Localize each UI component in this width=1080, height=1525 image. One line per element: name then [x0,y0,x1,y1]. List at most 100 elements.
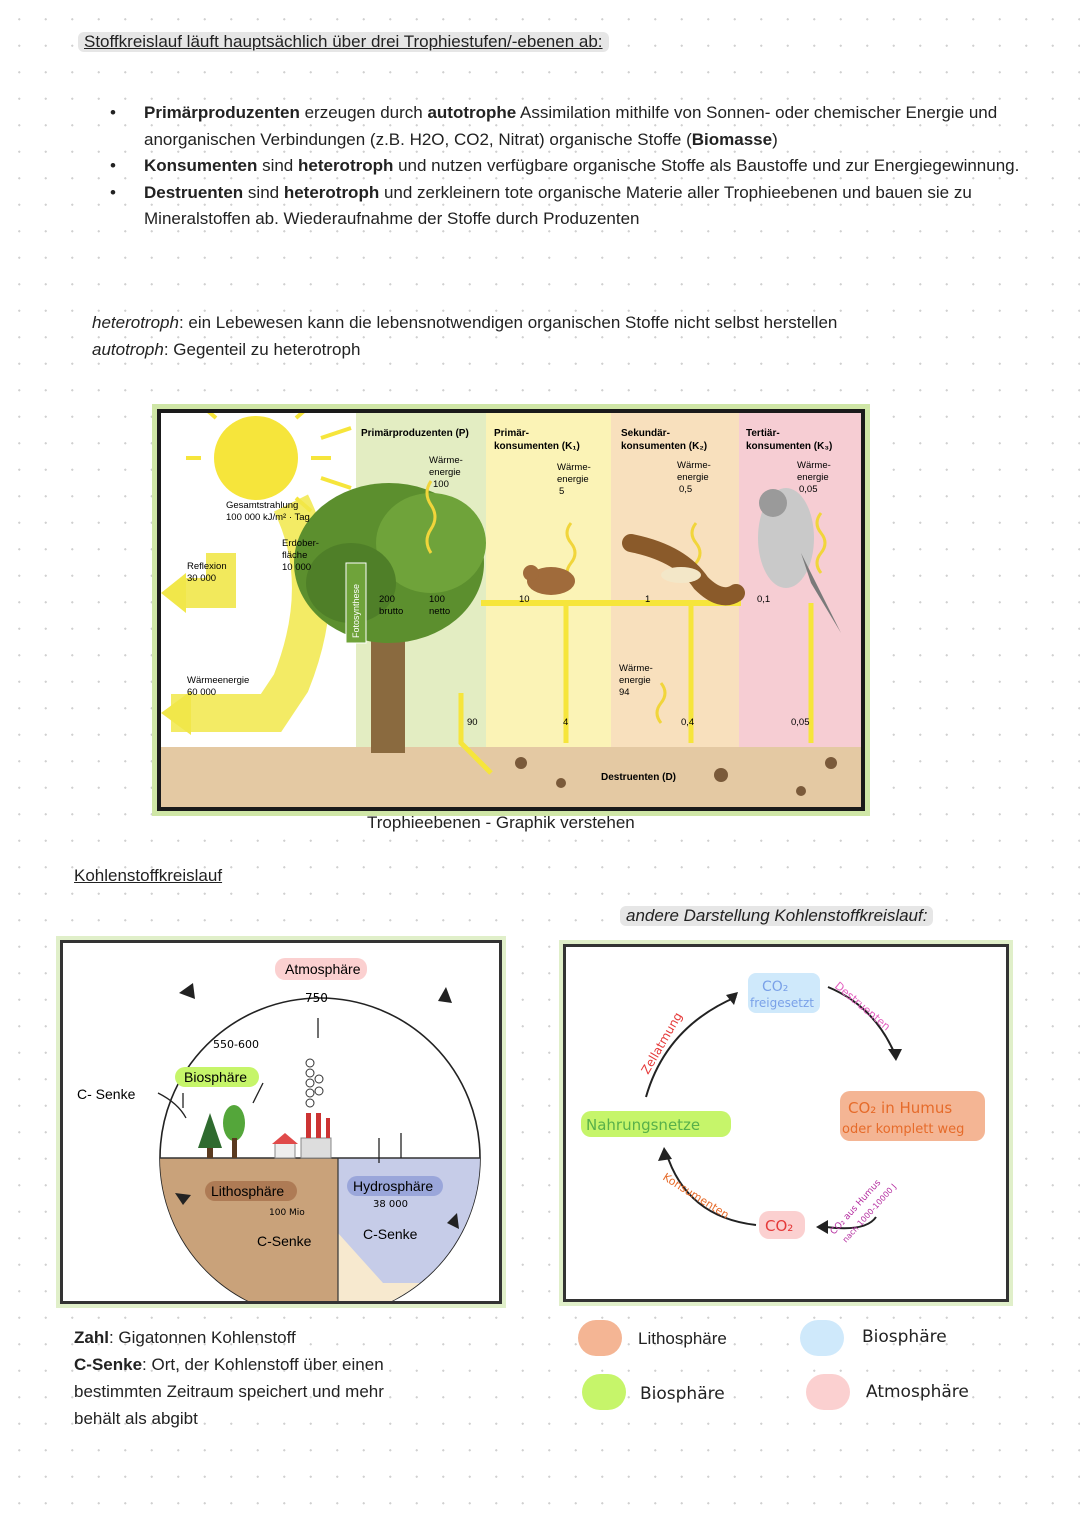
reflexion-1: Reflexion [187,561,227,572]
heat-k2-1: Wärme- [677,460,711,471]
legend-lithosphere: Lithosphäre [638,1329,727,1348]
heat-k3-val: 0,05 [799,484,818,495]
definition-heterotroph: heterotroph: ein Lebewesen kann die lebe… [92,313,838,332]
co2-released-1: CO₂ [762,979,788,995]
atmosphere-value: 750 [305,991,328,1005]
heat-p-1: Wärme- [429,455,463,466]
atmosphere-label: Atmosphäre [285,961,361,977]
section-heading: Stoffkreislauf läuft hauptsächlich über … [78,32,609,52]
surface-2: fläche [282,550,307,561]
label-k3-b: konsumenten (K₃) [746,441,832,452]
trophic-caption: Trophieebenen - Graphik verstehen [367,813,635,832]
heat-d-2: energie [619,675,651,686]
legend-atmosphere: Atmosphäre [866,1382,969,1402]
biosphere-value: 550-600 [213,1038,259,1051]
dead-p: 90 [467,717,478,728]
mouse-icon [523,565,575,595]
heat-k1-1: Wärme- [557,462,591,473]
cellresp-label: Zellatmung [638,1010,685,1077]
hawk-icon [758,488,841,633]
lithosphere-value: 100 Mio [269,1208,305,1218]
bullet-destruents: Destruenten sind heterotroph und zerklei… [110,180,1030,233]
house-icon [272,1133,298,1159]
lithosphere-label: Lithosphäre [211,1183,284,1199]
definition-autotroph: autotroph: Gegenteil zu heterotroph [92,339,361,359]
photosynthesis-label: Fotosynthese [351,584,361,638]
flow-k3: 0,1 [757,594,770,605]
notes: Zahl: Gigatonnen Kohlenstoff C-Senke: Or… [74,1324,434,1432]
label-k2-b: konsumenten (K₂) [621,441,707,452]
heat-k2-val: 0,5 [679,484,692,495]
co2-label: CO₂ [765,1217,793,1235]
heat-d-1: Wärme- [619,663,653,674]
trophic-levels-figure: Fotosynthese Primärproduzenten (P) Primä… [157,409,865,811]
heat-earth-1: Wärmeenergie [187,675,249,686]
hydrosphere-value: 38 000 [373,1199,408,1210]
sun-icon [186,413,352,513]
hydrosphere-label: Hydrosphäre [353,1178,433,1194]
biosphere-label: Biosphäre [184,1069,247,1085]
factory-icon [300,1058,332,1159]
net-label: netto [429,606,450,617]
bullet-consumers: Konsumenten sind heterotroph und nutzen … [110,153,1030,180]
heat-earth-2: 60 000 [187,687,216,698]
label-k3-a: Tertiär- [746,428,780,439]
bullet-producers: Primärproduzenten erzeugen durch autotro… [110,100,1030,153]
dead-k3: 0,05 [791,717,810,728]
hydrosphere-sink: C-Senke [363,1226,418,1242]
humus-2: oder komplett weg [842,1122,964,1137]
gross-label: brutto [379,606,403,617]
reflexion-2: 30 000 [187,573,216,584]
net-val: 100 [429,594,445,605]
label-producers: Primärproduzenten (P) [361,428,469,439]
flow-k2: 1 [645,594,650,605]
tree-icon [198,1105,245,1158]
lithosphere-sink: C-Senke [257,1233,312,1249]
destruents-label: Destruenten [832,979,893,1033]
flow-k1: 10 [519,594,530,605]
csink-left-label: C- Senke [77,1086,136,1102]
legend-biosphere-green: Biosphäre [640,1384,725,1404]
gross-val: 200 [379,594,395,605]
heat-k3-2: energie [797,472,829,483]
tree-icon [294,483,486,753]
label-destruents: Destruenten (D) [601,772,676,783]
carbon-cycle-figure: Atmosphäre 750 550-600 Biosphäre C- Senk… [60,940,502,1304]
radiation-2: 100 000 kJ/m² · Tag [226,512,310,523]
trophic-diagram: Fotosynthese Primärproduzenten (P) Primä… [161,413,861,807]
consumers-label: Konsumenten [660,1171,731,1222]
dead-k1: 4 [563,717,568,728]
dead-k2: 0,4 [681,717,694,728]
heat-k1-2: energie [557,474,589,485]
carbon-cycle-diagram: Atmosphäre 750 550-600 Biosphäre C- Senk… [77,958,481,1301]
swatch-biosphere-green [582,1374,626,1410]
swatch-atmosphere [806,1374,850,1410]
swatch-lithosphere [578,1320,622,1356]
heat-p-val: 100 [433,479,449,490]
heat-p-2: energie [429,467,461,478]
foodweb-label: Nahrungsnetze [586,1116,700,1134]
alt-diagram-title: andere Darstellung Kohlenstoffkreislauf: [620,906,934,926]
legend-biosphere-blue: Biosphäre [862,1327,947,1347]
surface-1: Erdober- [282,538,319,549]
bullet-list: Primärproduzenten erzeugen durch autotro… [110,100,1030,233]
definitions: heterotroph: ein Lebewesen kann die lebe… [92,310,837,363]
humus-1: CO₂ in Humus [848,1099,952,1117]
heat-k2-2: energie [677,472,709,483]
heat-k1-val: 5 [559,486,564,497]
note-zahl: Zahl: Gigatonnen Kohlenstoff [74,1328,296,1347]
alt-cycle-diagram: CO₂ freigesetzt Destruenten Zellatmung N… [581,973,985,1244]
alt-carbon-cycle-figure: CO₂ freigesetzt Destruenten Zellatmung N… [563,944,1009,1302]
surface-3: 10 000 [282,562,311,573]
weasel-icon [622,534,745,606]
heat-k3-1: Wärme- [797,460,831,471]
carbon-cycle-heading: Kohlenstoffkreislauf [74,866,223,885]
label-k2-a: Sekundär- [621,428,670,439]
co2-released-2: freigesetzt [750,996,814,1010]
swatch-biosphere-blue [800,1320,844,1356]
radiation-1: Gesamtstrahlung [226,500,298,511]
label-k1-a: Primär- [494,428,529,439]
label-k1-b: konsumenten (K₁) [494,441,580,452]
heat-d-3: 94 [619,687,630,698]
note-csenke: C-Senke: Ort, der Kohlenstoff über einen… [74,1355,384,1428]
